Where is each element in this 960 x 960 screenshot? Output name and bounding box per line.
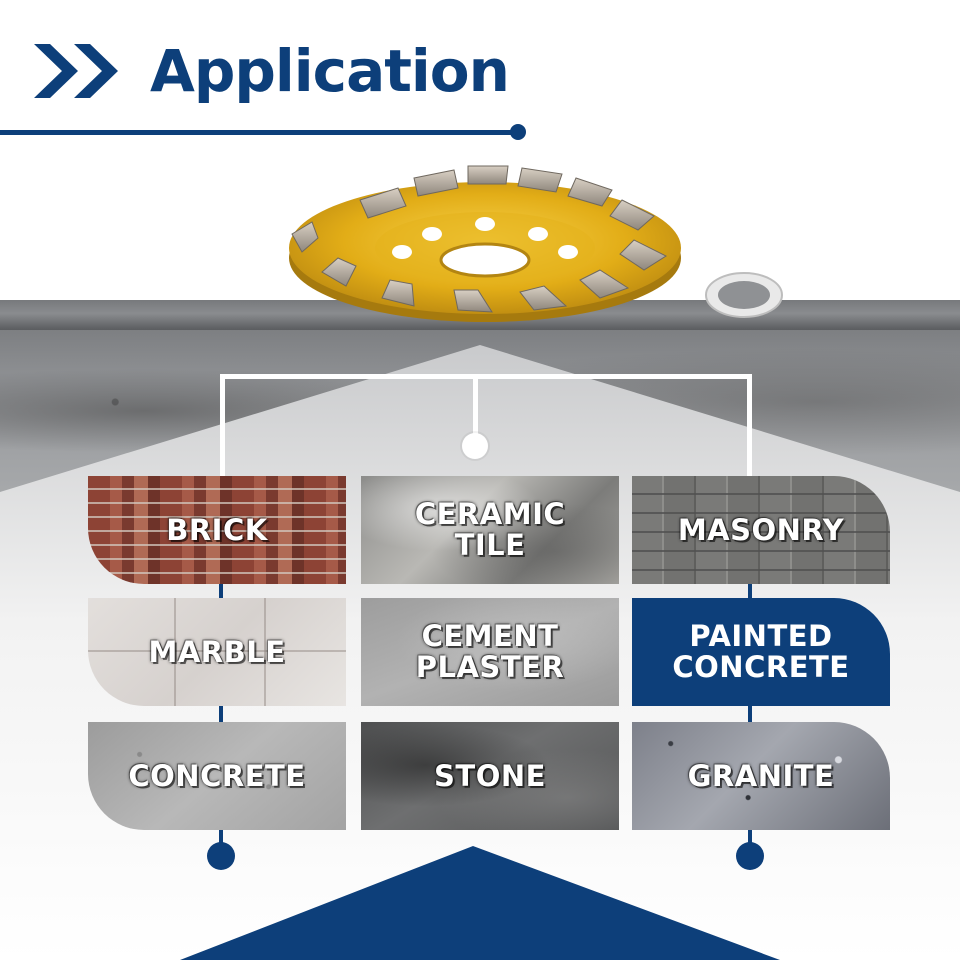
connector-line bbox=[219, 706, 223, 722]
connector-end-dot bbox=[207, 842, 235, 870]
connector-hub-dot bbox=[462, 433, 488, 459]
connector-line bbox=[219, 584, 223, 598]
underline-end-dot bbox=[510, 124, 526, 140]
material-tile-masonry: MASONRY bbox=[632, 476, 890, 584]
double-chevron-icon bbox=[34, 44, 118, 98]
diamond-cup-wheel-icon bbox=[289, 165, 681, 322]
reducer-ring-icon bbox=[705, 272, 783, 318]
connector-left bbox=[220, 374, 225, 478]
material-label: PAINTED CONCRETE bbox=[672, 619, 850, 684]
material-label: BRICK bbox=[166, 512, 268, 547]
material-tile-marble: MARBLE bbox=[88, 598, 346, 706]
material-label: GRANITE bbox=[687, 758, 835, 793]
material-label: STONE bbox=[434, 758, 546, 793]
material-tile-stone: STONE bbox=[361, 722, 619, 830]
connector-bar bbox=[220, 374, 752, 379]
material-tile-brick: BRICK bbox=[88, 476, 346, 584]
material-tile-concrete: CONCRETE bbox=[88, 722, 346, 830]
material-label: MASONRY bbox=[677, 512, 845, 547]
material-tile-granite: GRANITE bbox=[632, 722, 890, 830]
connector-line bbox=[219, 830, 223, 850]
material-label: MARBLE bbox=[148, 634, 286, 669]
material-label: CEMENT PLASTER bbox=[415, 619, 565, 684]
connector-end-dot bbox=[736, 842, 764, 870]
material-label: CERAMIC TILE bbox=[414, 497, 566, 562]
connector-line bbox=[748, 830, 752, 850]
material-tile-cement-plaster: CEMENT PLASTER bbox=[361, 598, 619, 706]
title-underline bbox=[0, 130, 514, 135]
material-tile-ceramic-tile: CERAMIC TILE bbox=[361, 476, 619, 584]
connector-right bbox=[747, 374, 752, 478]
connector-center bbox=[473, 374, 478, 438]
material-label: CONCRETE bbox=[128, 758, 306, 793]
connector-line bbox=[748, 584, 752, 598]
material-tile-painted-concrete: PAINTED CONCRETE bbox=[632, 598, 890, 706]
connector-line bbox=[748, 706, 752, 722]
page-title: Application bbox=[150, 37, 510, 105]
